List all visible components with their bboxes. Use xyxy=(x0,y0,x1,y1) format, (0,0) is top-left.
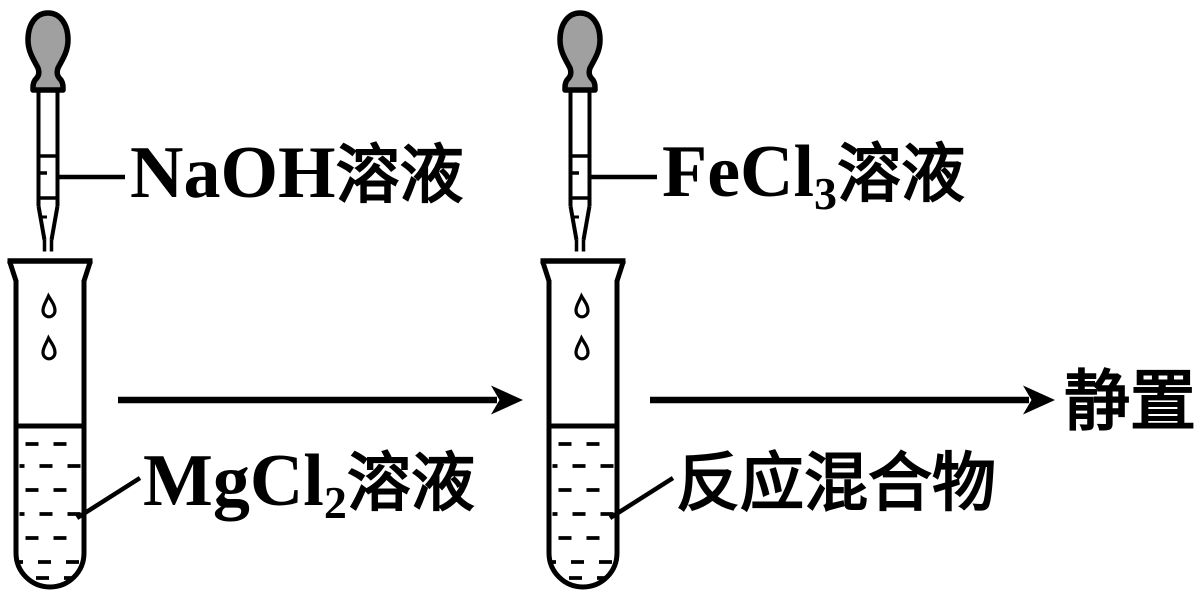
mgcl2-solution-label: MgCl2溶液 xyxy=(143,440,475,528)
dropper-naoh xyxy=(28,13,125,252)
arrowhead-icon xyxy=(491,385,523,415)
dropper-fecl3 xyxy=(560,13,657,252)
test-tube-mgcl2 xyxy=(8,261,141,587)
fecl3-solution-label: FeCl3溶液 xyxy=(662,131,965,219)
naoh-solution-label: NaOH溶液 xyxy=(130,132,464,214)
arrowhead-icon xyxy=(1023,385,1055,415)
arrow-step2 xyxy=(650,385,1055,415)
reaction-mixture-label: 反应混合物 xyxy=(676,448,996,519)
test-tube-mixture xyxy=(541,261,674,587)
arrow-step1 xyxy=(118,385,523,415)
final-step-label: 静置 xyxy=(1064,366,1196,439)
